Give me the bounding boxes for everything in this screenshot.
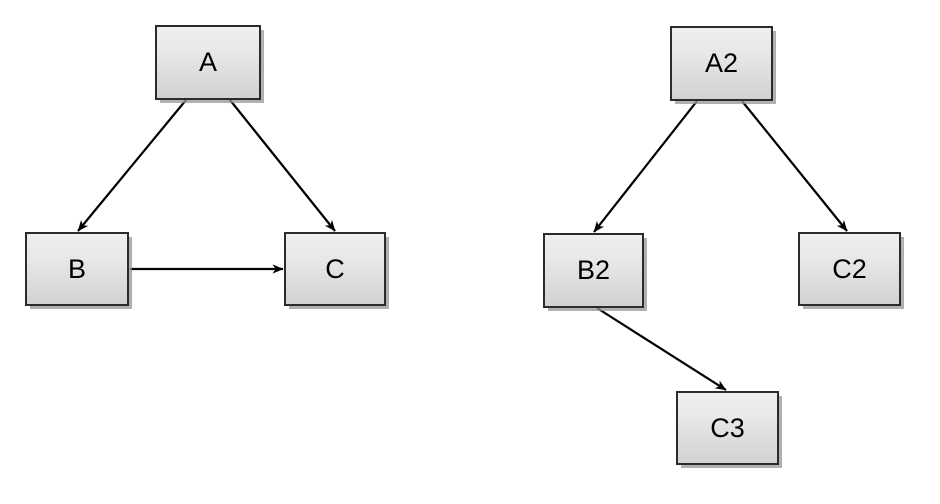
- node-label: C2: [832, 253, 867, 284]
- edge-a2-to-b2[interactable]: [593, 100, 698, 233]
- node-b2[interactable]: B2: [543, 233, 644, 308]
- node-c2[interactable]: C2: [798, 232, 901, 306]
- node-c3[interactable]: C3: [676, 391, 779, 465]
- node-label: B2: [576, 255, 611, 285]
- node-c[interactable]: C: [284, 232, 386, 306]
- node-label: C3: [710, 412, 745, 443]
- edge-a-to-b[interactable]: [77, 99, 187, 232]
- edge-a-to-c[interactable]: [229, 99, 336, 232]
- node-a[interactable]: A: [155, 25, 261, 100]
- node-label: A2: [704, 48, 739, 78]
- edge-b2-to-c3[interactable]: [596, 307, 727, 391]
- node-label: A: [198, 47, 217, 77]
- edge-a2-to-c2[interactable]: [741, 100, 848, 232]
- node-a2[interactable]: A2: [670, 26, 773, 101]
- node-b[interactable]: B: [25, 232, 129, 306]
- node-label: C: [325, 253, 345, 284]
- node-label: B: [67, 253, 86, 284]
- edges-group: [77, 99, 848, 391]
